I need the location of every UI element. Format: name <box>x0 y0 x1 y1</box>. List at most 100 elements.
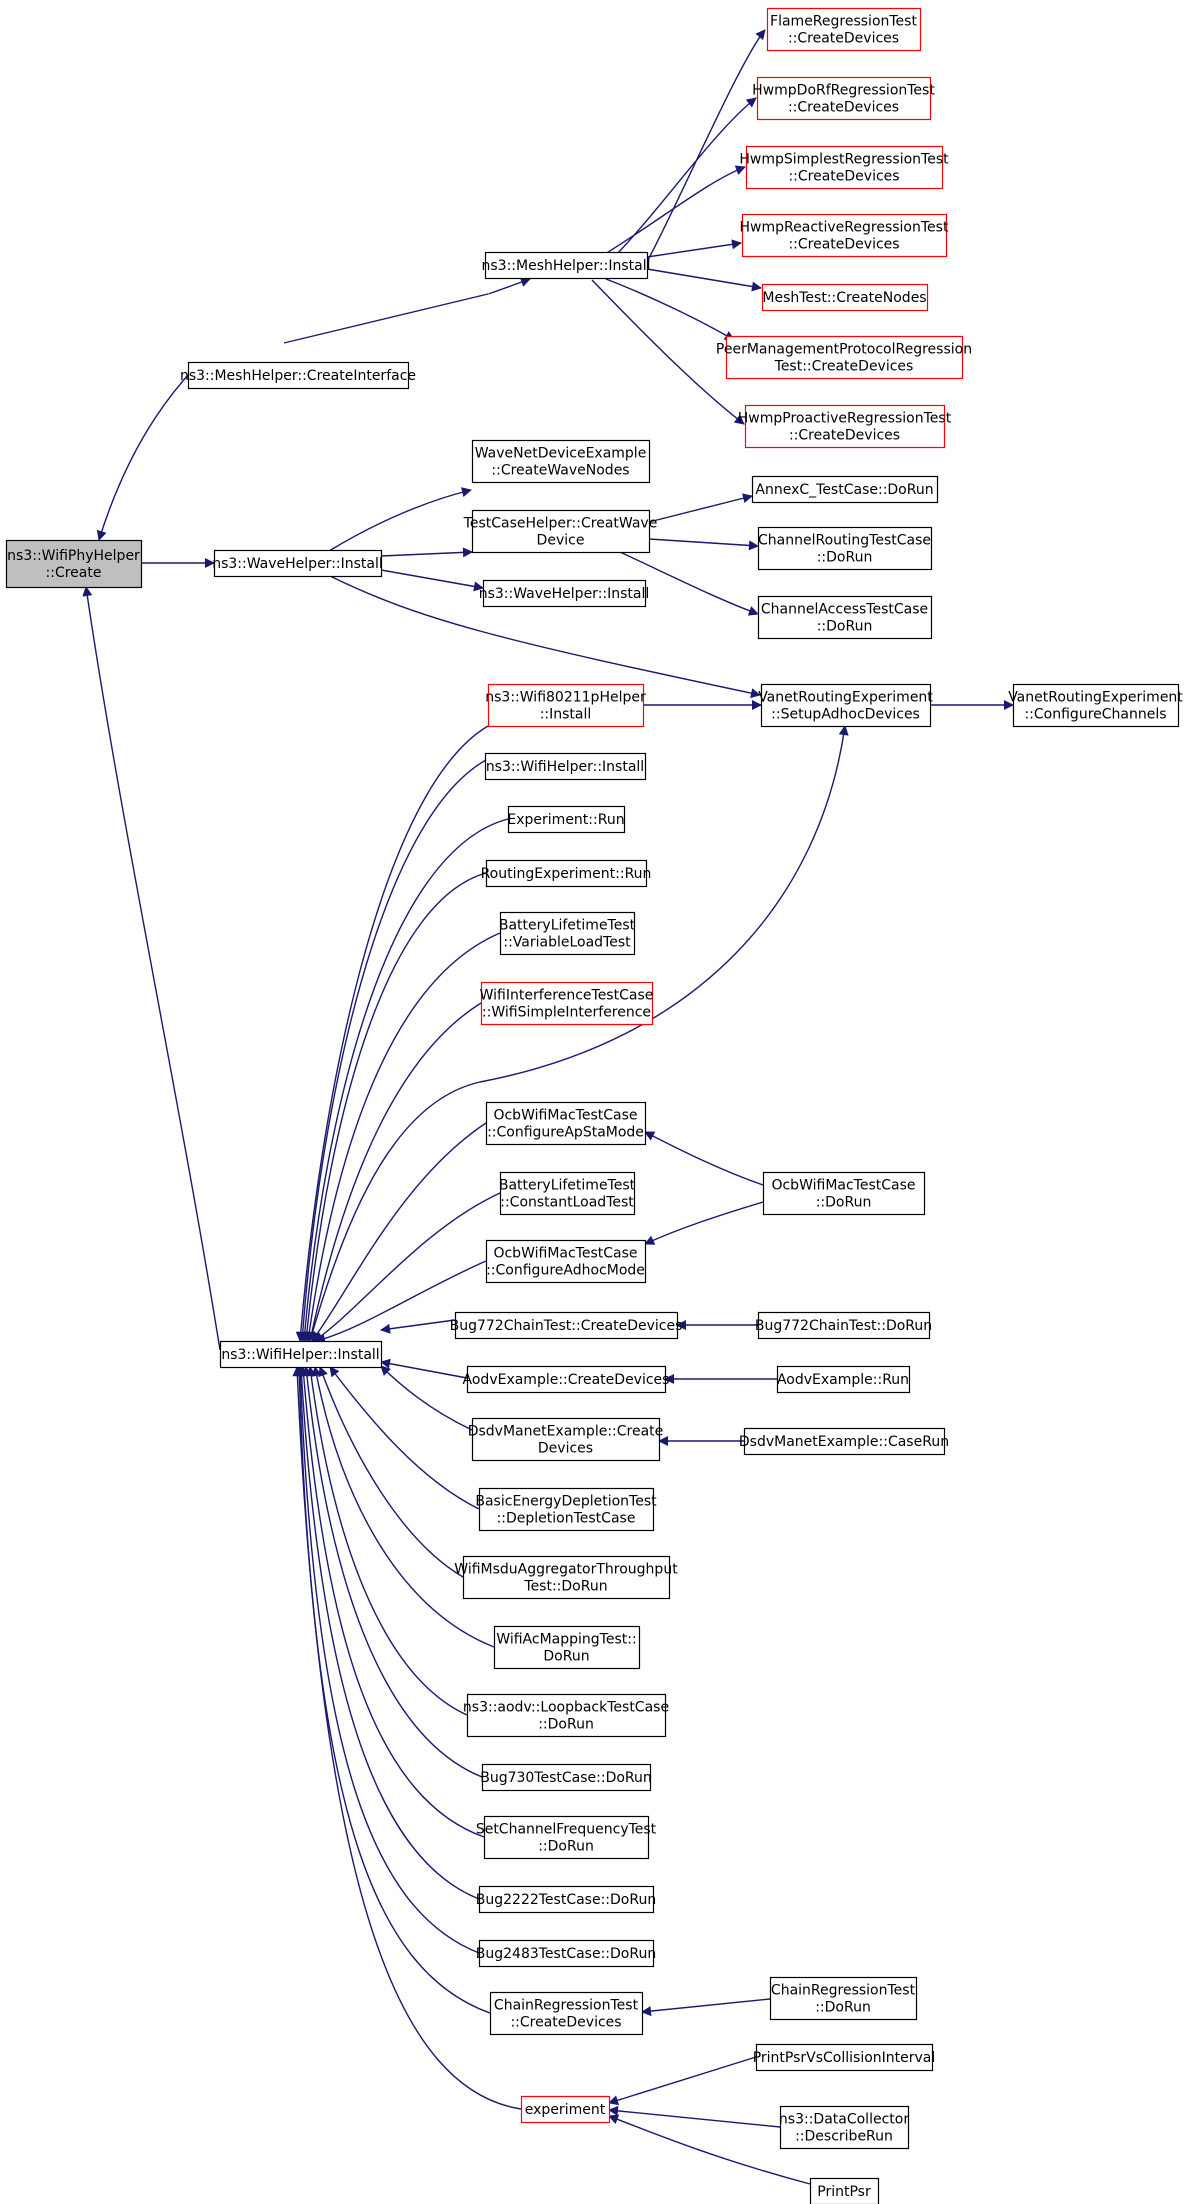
node-hwmp-reactive[interactable]: HwmpReactiveRegressionTest::CreateDevice… <box>740 213 949 258</box>
call-edge-to-wifihelper-install <box>306 1002 482 1342</box>
node-label-line: PrintPsrVsCollisionInterval <box>753 2050 936 2066</box>
call-edge-to-wifihelper-install <box>294 1366 491 2014</box>
node-box <box>478 1487 655 1532</box>
node-label-line: OcbWifiMacTestCase <box>771 1178 915 1194</box>
node-setchan[interactable]: SetChannelFrequencyTest::DoRun <box>476 1815 657 1860</box>
node-experiment[interactable]: experiment <box>520 2095 611 2124</box>
node-wifihelper-install[interactable]: ns3::WifiHelper::Install <box>219 1340 383 1369</box>
node-box <box>809 2177 880 2204</box>
node-peer[interactable]: PeerManagementProtocolRegressionTest::Cr… <box>716 335 972 380</box>
node-label-line: Bug772ChainTest::CreateDevices <box>450 1318 683 1334</box>
node-label-line: HwmpReactiveRegressionTest <box>740 220 949 236</box>
node-label-line: ::DoRun <box>538 1839 594 1855</box>
call-edge-to-root <box>82 586 221 1351</box>
node-label-line: ::VariableLoadTest <box>503 935 631 951</box>
node-aodv-run[interactable]: AodvExample::Run <box>776 1365 911 1394</box>
node-label-line: Experiment::Run <box>507 812 624 828</box>
node-mesh-ci[interactable]: ns3::MeshHelper::CreateInterface <box>180 361 416 390</box>
node-box <box>487 683 645 728</box>
node-vanet-setup[interactable]: VanetRoutingExperiment::SetupAdhocDevice… <box>758 683 933 728</box>
node-box <box>766 7 922 52</box>
node-root[interactable]: ns3::WifiPhyHelper::Create <box>5 539 143 589</box>
node-vanet-config[interactable]: VanetRoutingExperiment::ConfigureChannel… <box>1008 683 1183 728</box>
call-edge-to-experiment <box>608 2114 811 2185</box>
node-label-line: Test::CreateDevices <box>774 359 914 375</box>
call-edge-to-wifihelper-install <box>311 1366 495 1648</box>
call-edge-to-wifihelper-install <box>292 1366 522 2110</box>
call-edge-to-vanet-setup <box>309 725 849 1342</box>
call-edge-to-tch <box>648 493 753 523</box>
node-label-line: ns3::WifiHelper::Install <box>221 1347 379 1363</box>
node-loopback[interactable]: ns3::aodv::LoopbackTestCase::DoRun <box>463 1693 669 1738</box>
node-wave-install[interactable]: ns3::WaveHelper::Install <box>212 549 383 578</box>
node-routing-exp[interactable]: RoutingExperiment::Run <box>481 859 652 888</box>
node-meshtest[interactable]: MeshTest::CreateNodes <box>761 283 929 312</box>
node-wave-netdev[interactable]: WaveNetDeviceExample::CreateWaveNodes <box>471 439 651 484</box>
node-wifihelper-install2[interactable]: ns3::WifiHelper::Install <box>484 752 647 781</box>
node-chrouting[interactable]: ChannelRoutingTestCase::DoRun <box>757 526 933 571</box>
node-chain-cd[interactable]: ChainRegressionTest::CreateDevices <box>489 1991 644 2036</box>
node-box <box>507 805 626 834</box>
node-wifi80211p[interactable]: ns3::Wifi80211pHelper::Install <box>485 683 646 728</box>
node-label-line: ::SetupAdhocDevices <box>771 707 920 723</box>
node-label-line: ChannelAccessTestCase <box>761 602 928 618</box>
node-label-line: HwmpProactiveRegressionTest <box>738 411 952 427</box>
node-hwmp-dorf[interactable]: HwmpDoRfRegressionTest::CreateDevices <box>752 76 935 121</box>
node-exp-run[interactable]: Experiment::Run <box>507 805 626 834</box>
node-bug2222[interactable]: Bug2222TestCase::DoRun <box>476 1885 656 1914</box>
node-chaccess[interactable]: ChannelAccessTestCase::DoRun <box>757 595 933 640</box>
node-flame[interactable]: FlameRegressionTest::CreateDevices <box>766 7 922 52</box>
node-ocb-adhoc[interactable]: OcbWifiMacTestCase::ConfigureAdhocMode <box>485 1239 647 1284</box>
node-label-line: ::DoRun <box>817 619 873 635</box>
node-box <box>213 549 383 578</box>
node-wave-install2[interactable]: ns3::WaveHelper::Install <box>479 579 650 608</box>
node-box <box>471 439 651 484</box>
call-edge-to-mesh-install <box>614 97 757 257</box>
node-box <box>520 2095 611 2124</box>
node-chain-run[interactable]: ChainRegressionTest::DoRun <box>769 1976 918 2021</box>
node-dsdv-run[interactable]: DsdvManetExample::CaseRun <box>739 1427 949 1456</box>
call-edge-to-wifihelper-install <box>380 1358 468 1379</box>
call-edge-to-experiment <box>608 2056 757 2106</box>
call-edge-to-wifihelper-install <box>299 818 509 1342</box>
call-edge-to-ocb-apsta <box>644 1131 764 1186</box>
node-bug2483[interactable]: Bug2483TestCase::DoRun <box>476 1939 656 1968</box>
node-label-line: ns3::MeshHelper::Install <box>482 258 651 274</box>
node-acmapping[interactable]: WifiAcMappingTest::DoRun <box>493 1625 641 1670</box>
node-ocb-apsta[interactable]: OcbWifiMacTestCase::ConfigureApStaMode <box>485 1101 647 1146</box>
node-ocb-dorun[interactable]: OcbWifiMacTestCase::DoRun <box>762 1171 926 1216</box>
node-box <box>760 683 932 728</box>
node-box <box>471 1417 661 1462</box>
node-label-line: Test::DoRun <box>523 1579 607 1595</box>
node-basic-energy[interactable]: BasicEnergyDepletionTest::DepletionTestC… <box>475 1487 657 1532</box>
node-printpsr[interactable]: PrintPsr <box>809 2177 880 2204</box>
node-mesh-install[interactable]: ns3::MeshHelper::Install <box>482 251 651 280</box>
call-edge-to-tch <box>619 551 759 616</box>
node-box <box>466 1693 667 1738</box>
node-printpsr-coll[interactable]: PrintPsrVsCollisionInterval <box>753 2043 936 2072</box>
node-label-line: ChainRegressionTest <box>494 1998 639 2014</box>
node-battery-const[interactable]: BatteryLifetimeTest::ConstantLoadTest <box>499 1171 636 1216</box>
call-edge-to-wifihelper-install <box>304 932 501 1342</box>
node-wifi-interf[interactable]: WifiInterferenceTestCase::WifiSimpleInte… <box>480 981 654 1026</box>
node-dsdv-cd[interactable]: DsdvManetExample::CreateDevices <box>468 1417 664 1462</box>
node-box <box>478 1885 655 1914</box>
call-edge-to-mesh-ci <box>283 277 531 344</box>
node-datacollector[interactable]: ns3::DataCollector::DescribeRun <box>779 2105 909 2150</box>
node-label-line: ns3::aodv::LoopbackTestCase <box>463 1700 669 1716</box>
node-aodv-cd[interactable]: AodvExample::CreateDevices <box>463 1365 670 1394</box>
node-label-line: ::DoRun <box>815 2000 871 2016</box>
node-hwmp-proactive[interactable]: HwmpProactiveRegressionTest::CreateDevic… <box>738 404 952 449</box>
node-bug772-run[interactable]: Bug772ChainTest::DoRun <box>755 1311 932 1340</box>
node-battery-var[interactable]: BatteryLifetimeTest::VariableLoadTest <box>499 911 636 956</box>
node-box <box>769 1976 918 2021</box>
node-box <box>761 283 929 312</box>
node-annexc[interactable]: AnnexC_TestCase::DoRun <box>751 475 939 504</box>
node-bug772-cd[interactable]: Bug772ChainTest::CreateDevices <box>450 1311 683 1340</box>
node-bug730[interactable]: Bug730TestCase::DoRun <box>480 1763 652 1792</box>
node-hwmp-simplest[interactable]: HwmpSimplestRegressionTest::CreateDevice… <box>739 145 949 190</box>
call-edge-to-wifihelper-install <box>380 1319 456 1334</box>
node-label-line: DoRun <box>543 1649 589 1665</box>
